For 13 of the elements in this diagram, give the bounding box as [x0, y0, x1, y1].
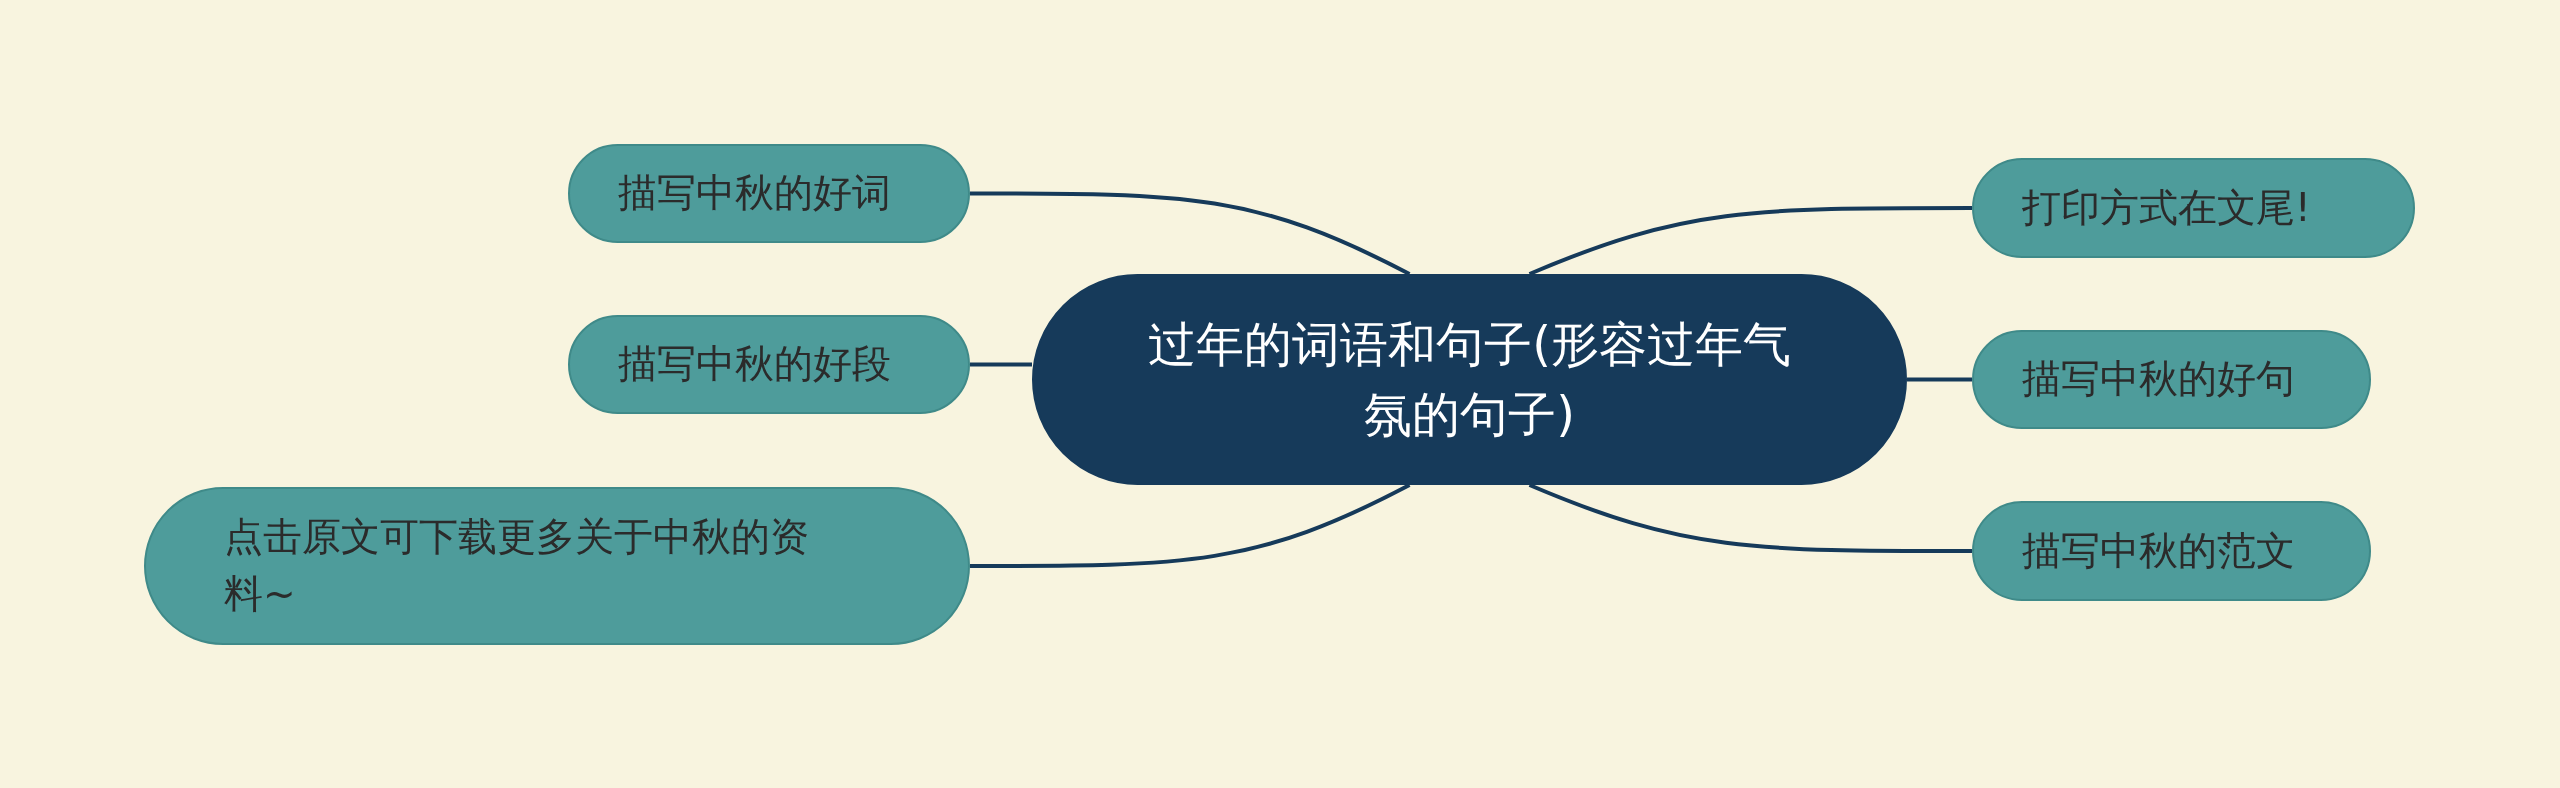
- connector-line: [970, 483, 1411, 568]
- connector-line: [970, 191, 1411, 276]
- topic-text: 描写中秋的范文: [2022, 526, 2295, 575]
- connector-line: [970, 362, 1032, 367]
- connector-line: [1528, 206, 1972, 276]
- topic-text: 描写中秋的好段: [618, 340, 891, 389]
- connector-line: [1528, 483, 1972, 553]
- topic-text: 过年的词语和句子(形容过年气氛的句子): [1147, 314, 1792, 444]
- topic-text: 打印方式在文尾!: [2022, 183, 2311, 232]
- topic-text: 描写中秋的好句: [2022, 355, 2295, 404]
- connector-line: [1907, 377, 1972, 382]
- topic-text: 点击原文可下载更多关于中秋的资料~: [224, 513, 810, 618]
- topic-text: 描写中秋的好词: [618, 169, 891, 218]
